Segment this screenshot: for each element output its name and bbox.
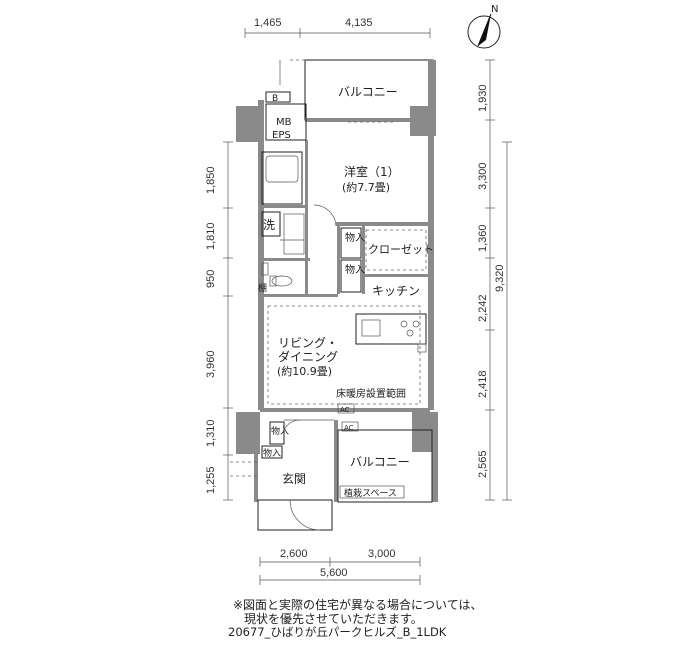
left-dimensions: 1,850 1,810 950 3,960 1,310 1,255 [205,141,233,501]
dim-left-6: 1,255 [205,466,217,494]
bottom-balcony: バルコニー 植栽スペース [337,429,433,503]
living-dining: リビング・ ダイニング (約10.9畳) 床暖房設置範囲 [267,305,421,405]
bedroom-label: 洋室（1） [344,164,400,179]
dim-left-4: 3,960 [205,350,217,378]
storage2-label: 物入 [345,263,365,276]
storage1-label-a: 物入 [345,231,365,244]
dim-right-4: 2,242 [477,294,489,322]
ac-units: AC AC [337,403,359,432]
eps-label: EPS [272,130,291,141]
living-label-2: ダイニング [278,349,338,364]
ac-label-2: AC [344,424,354,432]
storage4-label: 物入 [263,447,281,459]
bottom-dimensions: 2,600 3,000 5,600 [259,548,421,585]
ac-label-1: AC [340,406,350,414]
dim-top-1: 1,465 [254,17,282,29]
dim-left-5: 1,310 [205,419,217,447]
washroom: 洗 [261,211,305,255]
kitchen: キッチン [355,284,427,353]
bedroom: 洋室（1） (約7.7畳) [313,121,400,227]
balcony-bottom-label: バルコニー [350,455,410,469]
bedroom-size: (約7.7畳) [342,180,390,194]
kitchen-label: キッチン [372,284,420,298]
storage3-label: 物入 [271,425,289,437]
dim-bottom-2: 3,000 [368,548,396,560]
plan-caption: 20677_ひばりが丘パークヒルズ_B_1LDK [228,625,447,639]
dim-left-2: 1,810 [205,222,217,250]
right-dimensions: 1,930 3,300 1,360 2,242 2,418 2,565 9,32… [477,59,512,501]
dim-bottom-1: 2,600 [280,548,308,560]
living-label-1: リビング・ [278,336,338,350]
balcony-top-label: バルコニー [338,85,398,99]
mb-eps-shaft: B MB EPS [265,91,307,141]
entrance-area: 物入 物入 玄関 [230,419,334,531]
entrance-label: 玄関 [282,471,306,486]
dim-top-2: 4,135 [345,17,373,29]
closet-label: クローゼット [368,243,434,256]
note-line-2: 現状を優先させていただきます。 [244,612,423,626]
north-compass-icon: N [467,4,501,49]
dim-right-5: 2,418 [477,370,489,398]
dim-right-1: 1,930 [477,84,489,112]
walls [236,100,438,502]
dim-bottom-total: 5,600 [320,567,348,579]
bathtub [261,151,303,205]
storage-closet: 物入 物入 クローゼット [340,227,434,293]
shelf-label: 棚 [258,282,267,294]
floor-heating-label: 床暖房設置範囲 [336,387,406,400]
planting-label: 植栽スペース [344,487,397,499]
dim-left-1: 1,850 [205,166,217,194]
dim-right-3: 1,360 [477,224,489,252]
b-mark: B [272,94,278,104]
dim-right-total: 9,320 [494,264,506,292]
compass-north-label: N [491,4,498,15]
toilet: 棚 [258,262,293,294]
dim-left-3: 950 [205,270,217,288]
dim-right-6: 2,565 [477,450,489,478]
mb-label: MB [276,117,292,128]
living-size: (約10.9畳) [277,364,332,378]
note-line-1: ※図面と実際の住宅が異なる場合については、 [233,598,483,612]
wash-label: 洗 [263,218,275,232]
top-dimensions: 1,465 4,135 [244,17,431,38]
dim-right-2: 3,300 [477,162,489,190]
